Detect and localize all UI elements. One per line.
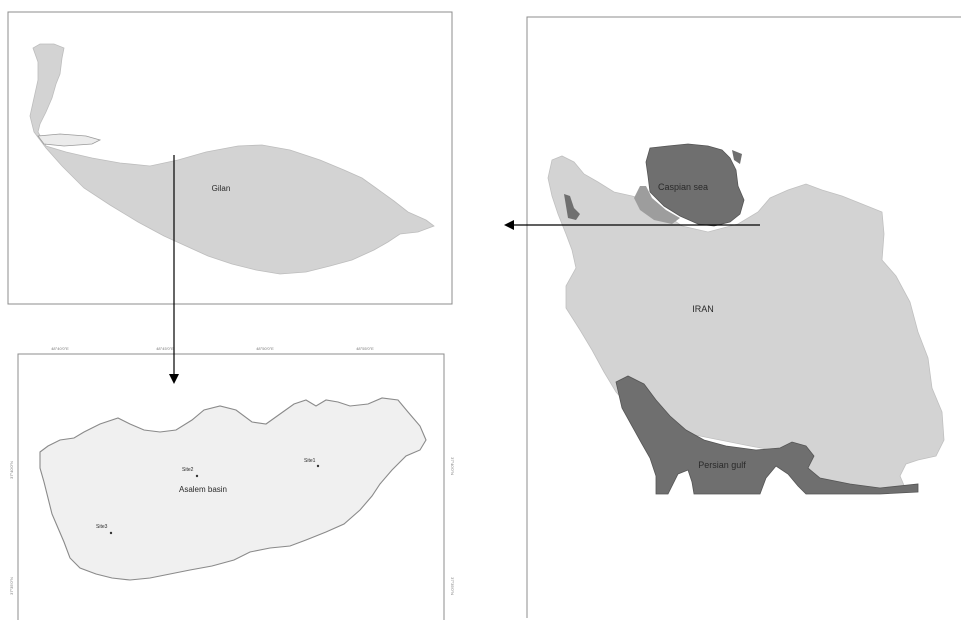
tick-label: 37°35'0"N bbox=[9, 577, 14, 595]
site-1-marker bbox=[316, 464, 320, 468]
tick-label: 48°45'0"E bbox=[156, 346, 174, 351]
iran-panel: Caspian sea IRAN Persian gulf bbox=[526, 16, 961, 618]
gilan-region-shape bbox=[29, 43, 435, 275]
tick-label: 48°40'0"E bbox=[51, 346, 69, 351]
persian-gulf-label: Persian gulf bbox=[698, 460, 746, 470]
iran-label: IRAN bbox=[692, 304, 714, 314]
basin-right-ticks: 37°40'0"N 37°35'0"N bbox=[450, 457, 455, 595]
tick-label: 37°40'0"N bbox=[450, 457, 455, 475]
site-2-label: Site2 bbox=[182, 467, 194, 473]
caspian-label: Caspian sea bbox=[658, 182, 708, 192]
gilan-label: Gilan bbox=[212, 184, 231, 193]
iran-frame bbox=[526, 16, 961, 618]
site-1: Site1 bbox=[304, 458, 320, 468]
caspian-bay bbox=[732, 150, 742, 164]
caspian-sea-shape bbox=[645, 143, 745, 227]
asalem-basin-label: Asalem basin bbox=[179, 485, 227, 494]
urmia-lake-shape bbox=[564, 194, 580, 220]
anzali-lagoon bbox=[37, 133, 102, 147]
site-2-marker bbox=[195, 474, 199, 478]
basin-panel: 48°40'0"E 48°45'0"E 48°50'0"E 48°55'0"E … bbox=[9, 346, 455, 620]
site-1-label: Site1 bbox=[304, 458, 316, 464]
site-2: Site2 bbox=[182, 467, 199, 478]
asalem-basin-shape bbox=[39, 397, 427, 581]
persian-gulf-shape bbox=[615, 375, 919, 495]
site-3-marker bbox=[109, 531, 113, 535]
caspian-coast-strip bbox=[634, 186, 680, 224]
site-3: Site3 bbox=[96, 524, 113, 535]
tick-label: 48°55'0"E bbox=[356, 346, 374, 351]
gilan-panel: Gilan bbox=[7, 11, 453, 305]
site-3-label: Site3 bbox=[96, 524, 108, 530]
tick-label: 37°40'0"N bbox=[9, 461, 14, 479]
iran-country-shape bbox=[547, 155, 945, 491]
tick-label: 37°35'0"N bbox=[450, 577, 455, 595]
tick-label: 48°50'0"E bbox=[256, 346, 274, 351]
basin-top-ticks: 48°40'0"E 48°45'0"E 48°50'0"E 48°55'0"E bbox=[51, 346, 374, 351]
basin-left-ticks: 37°40'0"N 37°35'0"N bbox=[9, 461, 14, 595]
